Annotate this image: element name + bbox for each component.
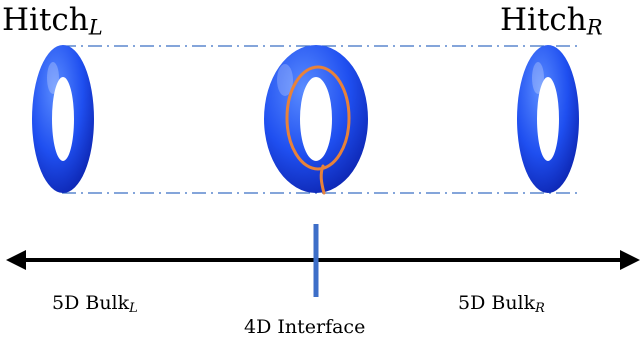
hitch-left-label: HitchL (2, 2, 103, 40)
torus-right (517, 45, 579, 193)
arrowhead-right-icon (620, 250, 640, 270)
bulk-left-label: 5D BulkL (52, 292, 138, 316)
torus-middle (264, 45, 368, 193)
loop-curve (285, 65, 351, 195)
hitch-right-label: HitchR (500, 2, 603, 40)
interface-label: 4D Interface (244, 316, 366, 338)
bulk-right-label: 5D BulkR (458, 292, 545, 316)
arrowhead-left-icon (6, 250, 26, 270)
torus-left (32, 45, 94, 193)
